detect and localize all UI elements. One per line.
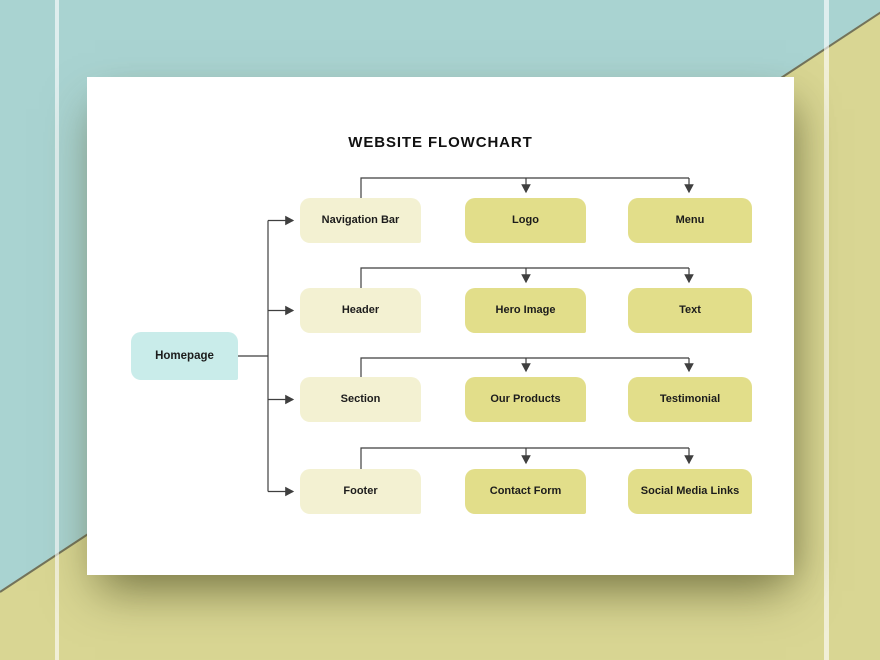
node-testimonial: Testimonial — [628, 377, 752, 422]
node-social-media-links: Social Media Links — [628, 469, 752, 514]
node-hero-image: Hero Image — [465, 288, 586, 333]
node-our-products: Our Products — [465, 377, 586, 422]
node-contact-form: Contact Form — [465, 469, 586, 514]
node-text: Text — [628, 288, 752, 333]
node-menu: Menu — [628, 198, 752, 243]
node-footer: Footer — [300, 469, 421, 514]
node-header: Header — [300, 288, 421, 333]
node-navigation-bar: Navigation Bar — [300, 198, 421, 243]
node-homepage: Homepage — [131, 332, 238, 380]
decor-vertical-line-right — [824, 0, 829, 660]
decor-vertical-line-left — [55, 0, 59, 660]
connector-lines — [238, 177, 694, 497]
node-logo: Logo — [465, 198, 586, 243]
flowchart-card: WEBSITE FLOWCHART — [87, 77, 794, 575]
page-title: WEBSITE FLOWCHART — [348, 134, 533, 151]
node-section: Section — [300, 377, 421, 422]
